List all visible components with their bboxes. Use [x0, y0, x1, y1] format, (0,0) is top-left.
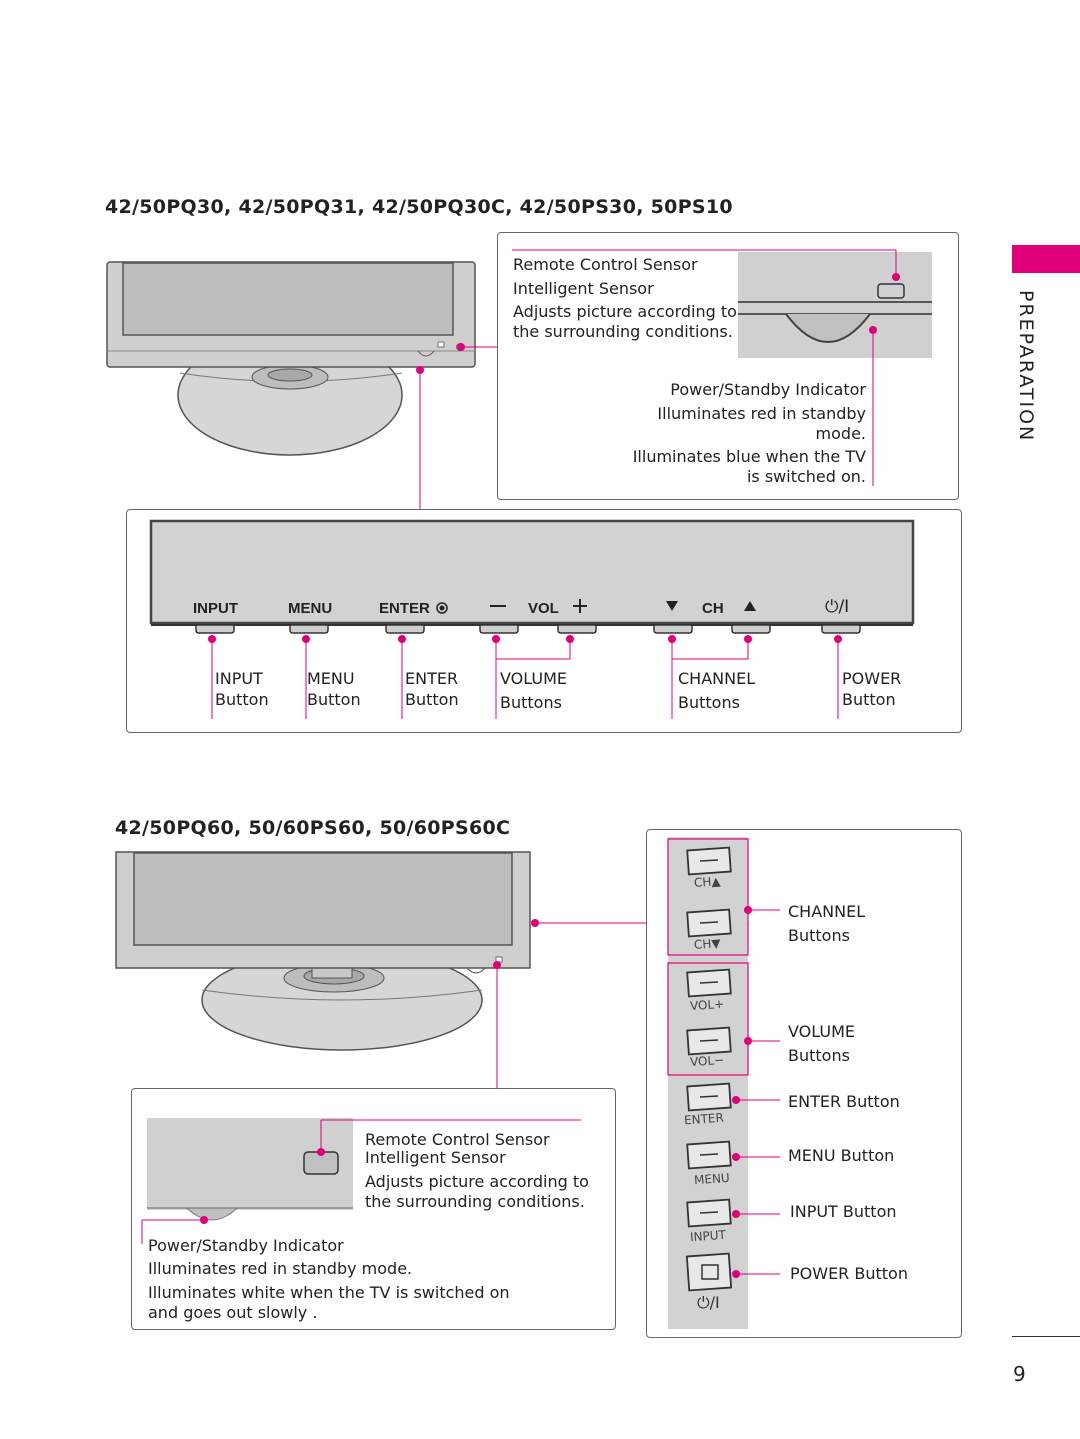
sensor-desc-1b: the surrounding conditions.	[513, 322, 733, 341]
callout-channel-2-sub: Buttons	[788, 926, 850, 945]
section-tab-marker	[1012, 245, 1080, 273]
panel-label-enter: ENTER	[379, 600, 430, 617]
callout-volume-2-title: VOLUME	[788, 1022, 855, 1041]
sensor-title-1b: Intelligent Sensor	[513, 279, 654, 298]
indicator-desc-2a: Illuminates red in standby mode.	[148, 1259, 413, 1278]
callout-input-2: INPUT Button	[790, 1202, 897, 1221]
callout-input-title: INPUT	[215, 669, 263, 688]
tv-front-illustration-1	[106, 261, 476, 456]
side-label-menu: MENU	[693, 1170, 731, 1188]
side-label-power: ⏻/I	[697, 1293, 720, 1312]
callout-power-2: POWER Button	[790, 1264, 908, 1283]
callout-enter-2: ENTER Button	[788, 1092, 900, 1111]
callout-menu-2: MENU Button	[788, 1146, 895, 1165]
callout-channel-title: CHANNEL	[678, 669, 756, 688]
model-group-2-title: 42/50PQ60, 50/60PS60, 50/60PS60C	[115, 817, 511, 839]
button-panel-1	[149, 519, 915, 719]
callout-volume-title: VOLUME	[500, 669, 567, 688]
callout-input-sub: Button	[215, 690, 269, 709]
sensor-title-2b: Intelligent Sensor	[365, 1148, 506, 1167]
indicator-title-2: Power/Standby Indicator	[148, 1236, 344, 1255]
sensor-desc-2a: Adjusts picture according to	[365, 1172, 589, 1191]
side-label-enter: ENTER	[683, 1110, 725, 1128]
tv-front-illustration-2	[115, 851, 646, 1088]
callout-enter-title: ENTER	[405, 669, 459, 688]
callout-channel-2-title: CHANNEL	[788, 902, 866, 921]
side-label-ch-down: CH▼	[693, 936, 722, 952]
panel-label-menu: MENU	[288, 600, 333, 617]
panel-label-input: INPUT	[193, 600, 238, 617]
callout-channel-sub: Buttons	[678, 693, 740, 712]
panel-label-power: ⏻/I	[825, 597, 850, 617]
connector-lines-1	[416, 343, 497, 510]
indicator-title-1: Power/Standby Indicator	[670, 380, 866, 399]
side-button-strip	[667, 837, 780, 1329]
sensor-desc-2b: the surrounding conditions.	[365, 1192, 585, 1211]
sensor-title-1a: Remote Control Sensor	[513, 255, 698, 274]
sensor-title-2a: Remote Control Sensor	[365, 1130, 550, 1149]
page-number: 9	[1013, 1362, 1026, 1386]
callout-enter-sub: Button	[405, 690, 459, 709]
sensor-desc-1a: Adjusts picture according to	[513, 302, 737, 321]
side-label-ch-up: CH▲	[693, 874, 722, 890]
indicator-desc-2c: and goes out slowly .	[148, 1303, 318, 1322]
callout-power-sub: Button	[842, 690, 896, 709]
section-tab-label: PREPARATION	[1015, 290, 1037, 443]
callout-volume-2-sub: Buttons	[788, 1046, 850, 1065]
panel-label-vol: VOL	[528, 600, 559, 617]
indicator-desc-1d: is switched on.	[746, 467, 866, 486]
sensor-closeup-2	[141, 1118, 581, 1244]
callout-menu-title: MENU	[307, 669, 355, 688]
sensor-closeup-1	[512, 249, 932, 486]
model-group-1-title: 42/50PQ30, 42/50PQ31, 42/50PQ30C, 42/50P…	[105, 196, 733, 218]
side-label-input: INPUT	[689, 1227, 727, 1245]
callout-volume-sub: Buttons	[500, 693, 562, 712]
callout-menu-sub: Button	[307, 690, 361, 709]
indicator-desc-1c: Illuminates blue when the TV	[632, 447, 866, 466]
callout-power-title: POWER	[842, 669, 902, 688]
side-label-vol-up: VOL+	[689, 996, 725, 1014]
panel-label-ch: CH	[702, 600, 724, 617]
indicator-desc-2b: Illuminates white when the TV is switche…	[148, 1283, 510, 1302]
indicator-desc-1a: Illuminates red in standby	[657, 404, 866, 423]
footer-rule	[1012, 1336, 1080, 1337]
side-label-vol-down: VOL−	[689, 1052, 725, 1070]
indicator-desc-1b: mode.	[815, 424, 866, 443]
